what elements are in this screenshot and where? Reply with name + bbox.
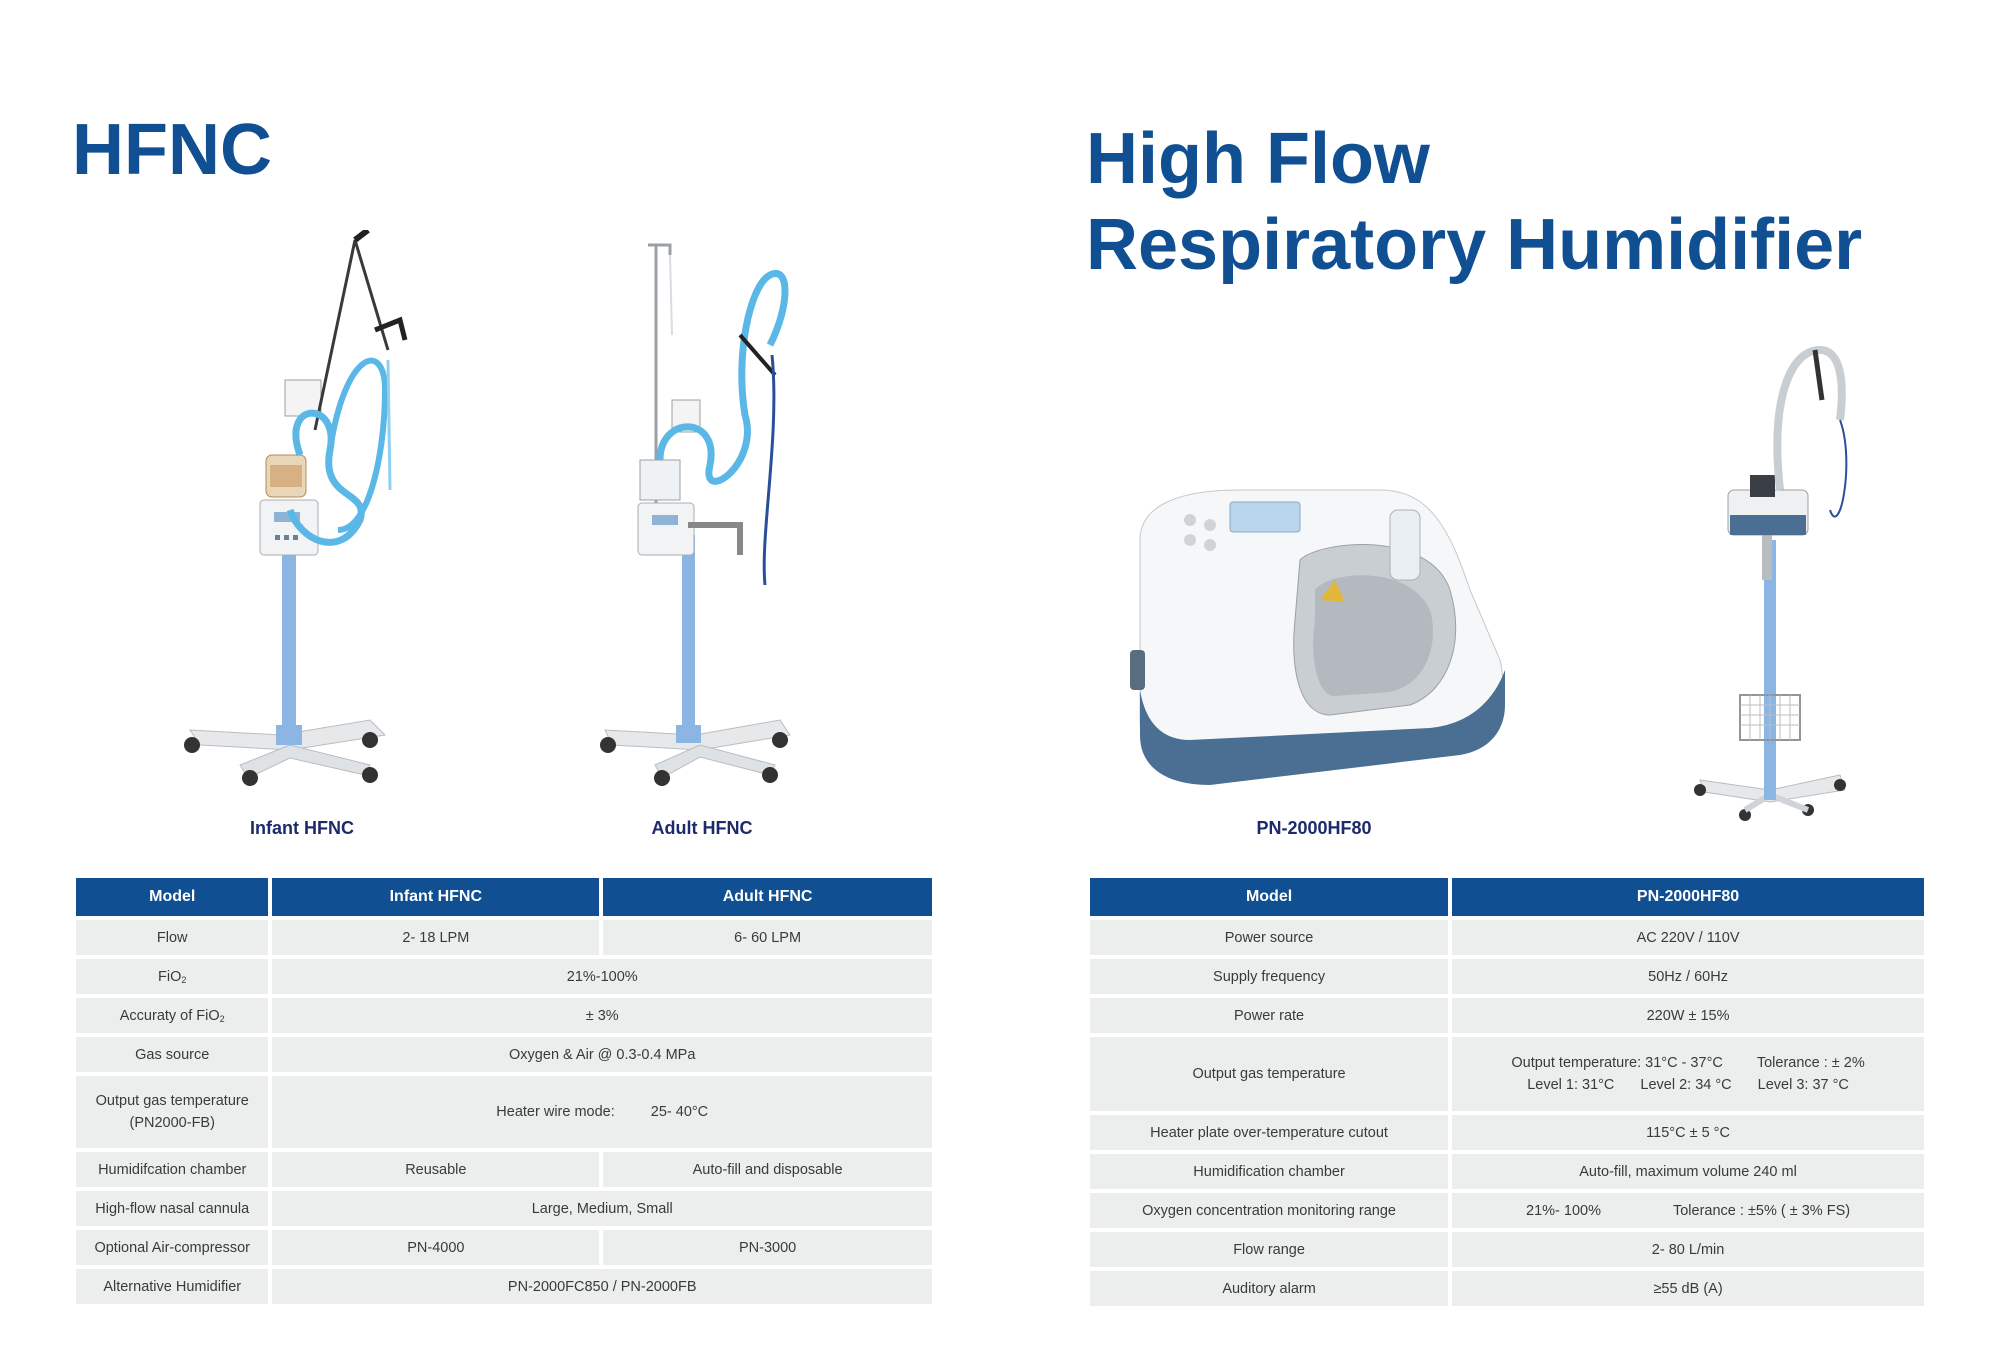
- caption-pn2000hf80: PN-2000HF80: [1256, 818, 1372, 838]
- cell-value: Oxygen & Air @ 0.3-0.4 MPa: [272, 1037, 932, 1072]
- table-row: Humidification chamber Auto-fill, maximu…: [1090, 1154, 1924, 1189]
- row-label: High-flow nasal cannula: [76, 1191, 269, 1226]
- oxygen-range: 21%- 100%: [1526, 1202, 1601, 1219]
- table-row: Power source AC 220V / 110V: [1090, 920, 1924, 955]
- cell-value: 50Hz / 60Hz: [1452, 959, 1924, 994]
- cell-value: AC 220V / 110V: [1452, 920, 1924, 955]
- table-row: Humidifcation chamber Reusable Auto-fill…: [76, 1152, 932, 1187]
- row-label: Power source: [1090, 920, 1449, 955]
- cell-value: Large, Medium, Small: [272, 1191, 932, 1226]
- pn2000hf80-device-image: [1130, 489, 1505, 785]
- cell-infant: Reusable: [272, 1152, 600, 1187]
- cell-value: Auto-fill, maximum volume 240 ml: [1452, 1154, 1924, 1189]
- table-row: Flow 2- 18 LPM 6- 60 LPM: [76, 920, 932, 955]
- output-temp-line-2: Level 1: 31°C Level 2: 34 °C Level 3: 37 °…: [1460, 1074, 1916, 1096]
- table-row: Auditory alarm ≥55 dB (A): [1090, 1271, 1924, 1306]
- table-row: FiO2 21%-100%: [76, 959, 932, 994]
- output-temp-line-1: Output temperature: 31°C - 37°C Tolerance…: [1460, 1052, 1916, 1074]
- cell-value: 21%- 100% Tolerance : ±5% ( ± 3% FS): [1452, 1193, 1924, 1228]
- label-text: FiO: [158, 968, 182, 985]
- page-title-humidifier: High Flow Respiratory Humidifier: [1086, 116, 1862, 288]
- output-temperature-range: Output temperature: 31°C - 37°C: [1511, 1055, 1723, 1071]
- header-pn2000hf80: PN-2000HF80: [1452, 878, 1924, 916]
- row-label: Humidification chamber: [1090, 1154, 1449, 1189]
- table-row: Supply frequency 50Hz / 60Hz: [1090, 959, 1924, 994]
- level-3: Level 3: 37 °C: [1757, 1077, 1849, 1093]
- row-label: Output gas temperature: [1090, 1037, 1449, 1111]
- caption-adult-hfnc: Adult HFNC: [651, 818, 753, 838]
- row-label: Accuraty of FiO2: [76, 998, 269, 1033]
- row-label: Humidifcation chamber: [76, 1152, 269, 1187]
- table-row: Output gas temperature Output temperatur…: [1090, 1037, 1924, 1111]
- row-label: Power rate: [1090, 998, 1449, 1033]
- table-row: Heater plate over-temperature cutout 115…: [1090, 1115, 1924, 1150]
- mode-label: Heater wire mode:: [496, 1104, 615, 1120]
- cell-value: PN-2000FC850 / PN-2000FB: [272, 1269, 932, 1304]
- table-row: Power rate 220W ± 15%: [1090, 998, 1924, 1033]
- title-line-2: Respiratory Humidifier: [1086, 205, 1863, 285]
- row-label: Flow: [76, 920, 269, 955]
- cell-adult: 6- 60 LPM: [603, 920, 932, 955]
- table-row: Accuraty of FiO2 ± 3%: [76, 998, 932, 1033]
- table-row: Output gas temperature (PN2000-FB) Heate…: [76, 1076, 932, 1148]
- caption-infant-hfnc: Infant HFNC: [250, 818, 354, 838]
- hfnc-spec-table: Model Infant HFNC Adult HFNC Flow 2- 18 …: [72, 874, 936, 1308]
- table-row: Gas source Oxygen & Air @ 0.3-0.4 MPa: [76, 1037, 932, 1072]
- mode-value: 25- 40°C: [650, 1104, 709, 1120]
- cell-adult: Auto-fill and disposable: [603, 1152, 932, 1187]
- row-label: Optional Air-compressor: [76, 1230, 269, 1265]
- cell-value: 220W ± 15%: [1452, 998, 1924, 1033]
- table-row: Alternative Humidifier PN-2000FC850 / PN…: [76, 1269, 932, 1304]
- level-2: Level 2: 34 °C: [1640, 1077, 1732, 1093]
- row-label: Oxygen concentration monitoring range: [1090, 1193, 1449, 1228]
- page-title-hfnc: HFNC: [72, 110, 272, 190]
- row-label: Auditory alarm: [1090, 1271, 1449, 1306]
- cell-infant: PN-4000: [272, 1230, 600, 1265]
- header-adult: Adult HFNC: [603, 878, 932, 916]
- output-tolerance: Tolerance : ± 2%: [1756, 1055, 1865, 1071]
- table-row: Optional Air-compressor PN-4000 PN-3000: [76, 1230, 932, 1265]
- title-line-1: High Flow: [1086, 119, 1430, 199]
- cell-infant: 2- 18 LPM: [272, 920, 600, 955]
- header-model: Model: [76, 878, 269, 916]
- subscript: 2: [181, 974, 187, 985]
- cell-adult: PN-3000: [603, 1230, 932, 1265]
- table-header-row: Model PN-2000HF80: [1090, 878, 1924, 916]
- header-model: Model: [1090, 878, 1449, 916]
- table-row: Flow range 2- 80 L/min: [1090, 1232, 1924, 1267]
- row-label: Output gas temperature (PN2000-FB): [76, 1076, 269, 1148]
- infant-hfnc-image: [184, 230, 408, 786]
- row-label: Supply frequency: [1090, 959, 1449, 994]
- row-label: Flow range: [1090, 1232, 1449, 1267]
- cell-value: Output temperature: 31°C - 37°C Tolerance…: [1452, 1037, 1924, 1111]
- subscript: 2: [219, 1013, 225, 1024]
- row-label: Heater plate over-temperature cutout: [1090, 1115, 1449, 1150]
- cell-value: 21%-100%: [272, 959, 932, 994]
- label-text: Accuraty of FiO: [119, 1007, 220, 1024]
- row-label: Alternative Humidifier: [76, 1269, 269, 1304]
- oxygen-tolerance: Tolerance : ±5% ( ± 3% FS): [1672, 1202, 1851, 1219]
- row-label: Gas source: [76, 1037, 269, 1072]
- table-row: Oxygen concentration monitoring range 21…: [1090, 1193, 1924, 1228]
- humidifier-stand-image: [1694, 345, 1848, 821]
- cell-value: 115°C ± 5 °C: [1452, 1115, 1924, 1150]
- level-1: Level 1: 31°C: [1527, 1077, 1615, 1093]
- adult-hfnc-image: [600, 243, 791, 786]
- cell-value: Heater wire mode: 25- 40°C: [272, 1076, 932, 1148]
- row-label: FiO2: [76, 959, 269, 994]
- cell-value: 2- 80 L/min: [1452, 1232, 1924, 1267]
- humidifier-spec-table: Model PN-2000HF80 Power source AC 220V /…: [1086, 874, 1928, 1310]
- cell-value: ≥55 dB (A): [1452, 1271, 1924, 1306]
- table-row: High-flow nasal cannula Large, Medium, S…: [76, 1191, 932, 1226]
- table-header-row: Model Infant HFNC Adult HFNC: [76, 878, 932, 916]
- cell-value: ± 3%: [272, 998, 932, 1033]
- header-infant: Infant HFNC: [272, 878, 600, 916]
